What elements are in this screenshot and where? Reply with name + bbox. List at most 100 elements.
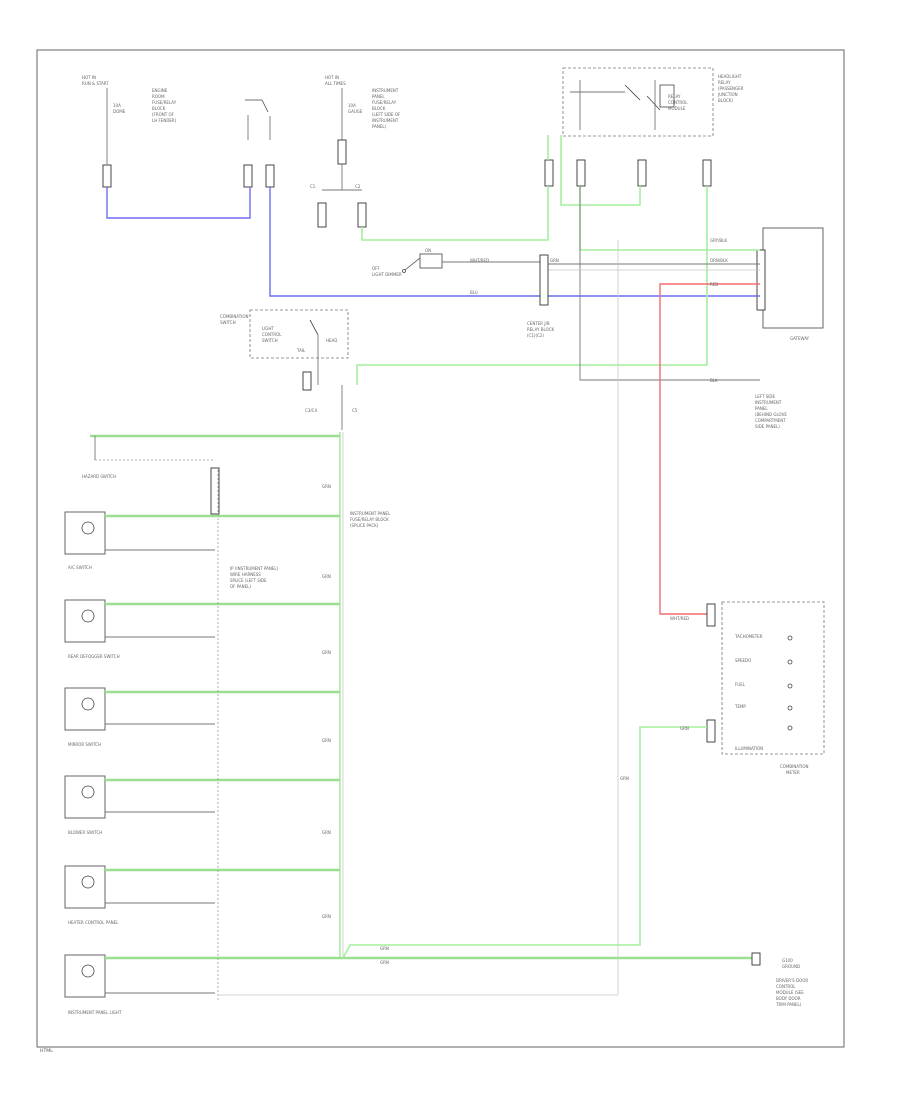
wire-color-4: GRY/BLK [710,238,727,243]
conn-pair-2: C2 [355,184,361,189]
defog-switch-label: REAR DEFOGGER SWITCH [68,654,120,659]
combo-label-2: SWITCH [220,320,236,325]
dimmer-text: LIGHT DIMMER [372,272,402,277]
fuse-block-mid: HOT IN ALL TIMES 10A GAUGE INSTRUMENT PA… [310,75,401,228]
hazard-connector [210,467,220,515]
center-block-1: CENTER J/B [527,321,550,326]
wire-color-7: BLK [710,378,718,383]
ip-note-1: IP (INSTRUMENT PANEL) [230,566,279,571]
fuse-mid-rating-2: GAUGE [348,109,363,114]
defog-switch-box [64,599,106,643]
relay-box-frame [562,67,714,137]
ip-note2-1: INSTRUMENT PANEL [350,511,391,516]
fuse-block-left: HOT IN RUN & START 10A DOME ENGINE ROOM … [82,75,177,188]
fuse-left-desc-1: ENGINE [152,88,168,93]
ip-note-3: SPLICE (LEFT SIDE [230,578,267,583]
meter-item-2: SPEEDO [735,658,751,663]
bottom-wire-label-2: GRN [380,960,389,965]
switch-rows: A/C SWITCH REAR DEFOGGER SWITCH MIRROR S… [64,511,760,1015]
combo-inner-1: LIGHT [262,326,275,331]
relay-title-2: RELAY [718,80,731,85]
dimmer-off: OFF [372,266,380,271]
right-note-5: COMPARTMENT [755,418,786,423]
mirror-switch-label: MIRROR SWITCH [68,742,101,747]
wire-color-5: ORN/BLK [710,258,728,263]
wire-color-3: GRN [550,258,559,263]
ip-light-label: INSTRUMENT PANEL LIGHT [68,1010,122,1015]
dimmer-on: ON [425,248,431,253]
connector-e [317,202,327,228]
diagram-border [36,49,845,1048]
wire-blue-2 [269,187,760,297]
relay-title-1: HEADLIGHT [718,74,742,79]
page-label: HTML [40,1048,53,1054]
fuse-left-desc-5: (FRONT OF [152,112,175,117]
mirror-switch-box [64,687,106,731]
blower-switch-label: BLOWER SWITCH [68,830,102,835]
ip-note-4: OF PANEL) [230,584,251,589]
connector-g [544,159,554,187]
right-note-6: SIDE PANEL) [755,424,780,429]
right-note-3: PANEL [755,406,768,411]
fuse-mid-title-2: ALL TIMES [325,81,346,86]
fuse-left-rating-2: DOME [113,109,126,114]
relay-title-5: BLOCK) [718,98,733,103]
wire-green-return [356,186,708,385]
center-block-3: (C1)(C2) [527,333,544,338]
door-label-2: CONTROL [776,984,796,989]
wire-meter-return [342,726,707,959]
wire-gray-1 [579,186,760,381]
fuse-mid-desc-7: PANEL) [372,124,387,129]
relay-title-4: JUNCTION [717,92,738,97]
meter-item-3: FUEL [735,682,746,687]
fuse-left-title-2: RUN & START [82,81,109,86]
bus-label-2: GRN [322,574,331,579]
meter-connector-top [706,603,716,627]
meter-wire-label-2: GRN [680,726,689,731]
center-connector [539,254,549,306]
conn-col-1: C3/C4 [305,408,317,413]
ac-switch-box [64,511,106,555]
fuse-left-desc-4: BLOCK [152,106,166,111]
bus-label-5: GRN [322,830,331,835]
connector-c [265,164,275,188]
connector-b [243,164,253,188]
combination-meter: TACHOMETER SPEEDO FUEL TEMP ILLUMINATION… [706,601,825,775]
meter-wire-label: GRN [620,776,629,781]
hazard-label: HAZARD SWITCH [82,474,116,479]
connector-h [576,159,586,187]
wire-color-6: RED [710,282,718,287]
fuse-mid-rating-1: 10A [348,103,356,108]
meter-title-1: COMBINATION [780,764,809,769]
meter-item-5: ILLUMINATION [735,746,763,751]
fuse-left-rating-1: 10A [113,103,121,108]
center-block-2: RELAY BLOCK [527,327,555,332]
door-label-4: BODY DOOR [776,996,801,1001]
blower-switch-box [64,775,106,819]
combo-connector [302,371,312,391]
fuse-mid-desc-1: INSTRUMENT [372,88,399,93]
door-tag-2: GROUND [782,964,800,969]
fuse-left-desc-2: ROOM [152,94,165,99]
ip-light-box [64,954,106,998]
connector-d [337,139,347,165]
relay-title-3: (PASSENGER [718,86,744,91]
bottom-wire-label-1: GRN [380,946,389,951]
ip-note2-2: FUSE/RELAY BLOCK [350,517,389,522]
fuse-left-desc-3: FUSE/RELAY [152,100,177,105]
gateway-label: GATEWAY [790,336,810,341]
gateway-module: GATEWAY [756,227,824,341]
combo-inner-4: TAIL [296,348,306,353]
relay-inner-3: MODULE [668,106,686,111]
combination-switch: COMBINATION SWITCH LIGHT CONTROL SWITCH … [220,309,349,391]
heater-switch-label: HEATER CONTROL PANEL [68,920,119,925]
right-note-4: (BEHIND GLOVE [755,412,787,417]
bus-label-1: GRN [322,484,331,489]
heater-switch-box [64,865,106,909]
meter-title-2: METER [786,770,800,775]
ignition-switch [243,99,275,188]
dimmer-switch: OFF LIGHT DIMMER ON [372,248,548,277]
combo-inner-3: SWITCH [262,338,278,343]
combo-label-1: COMBINATION [220,314,249,319]
